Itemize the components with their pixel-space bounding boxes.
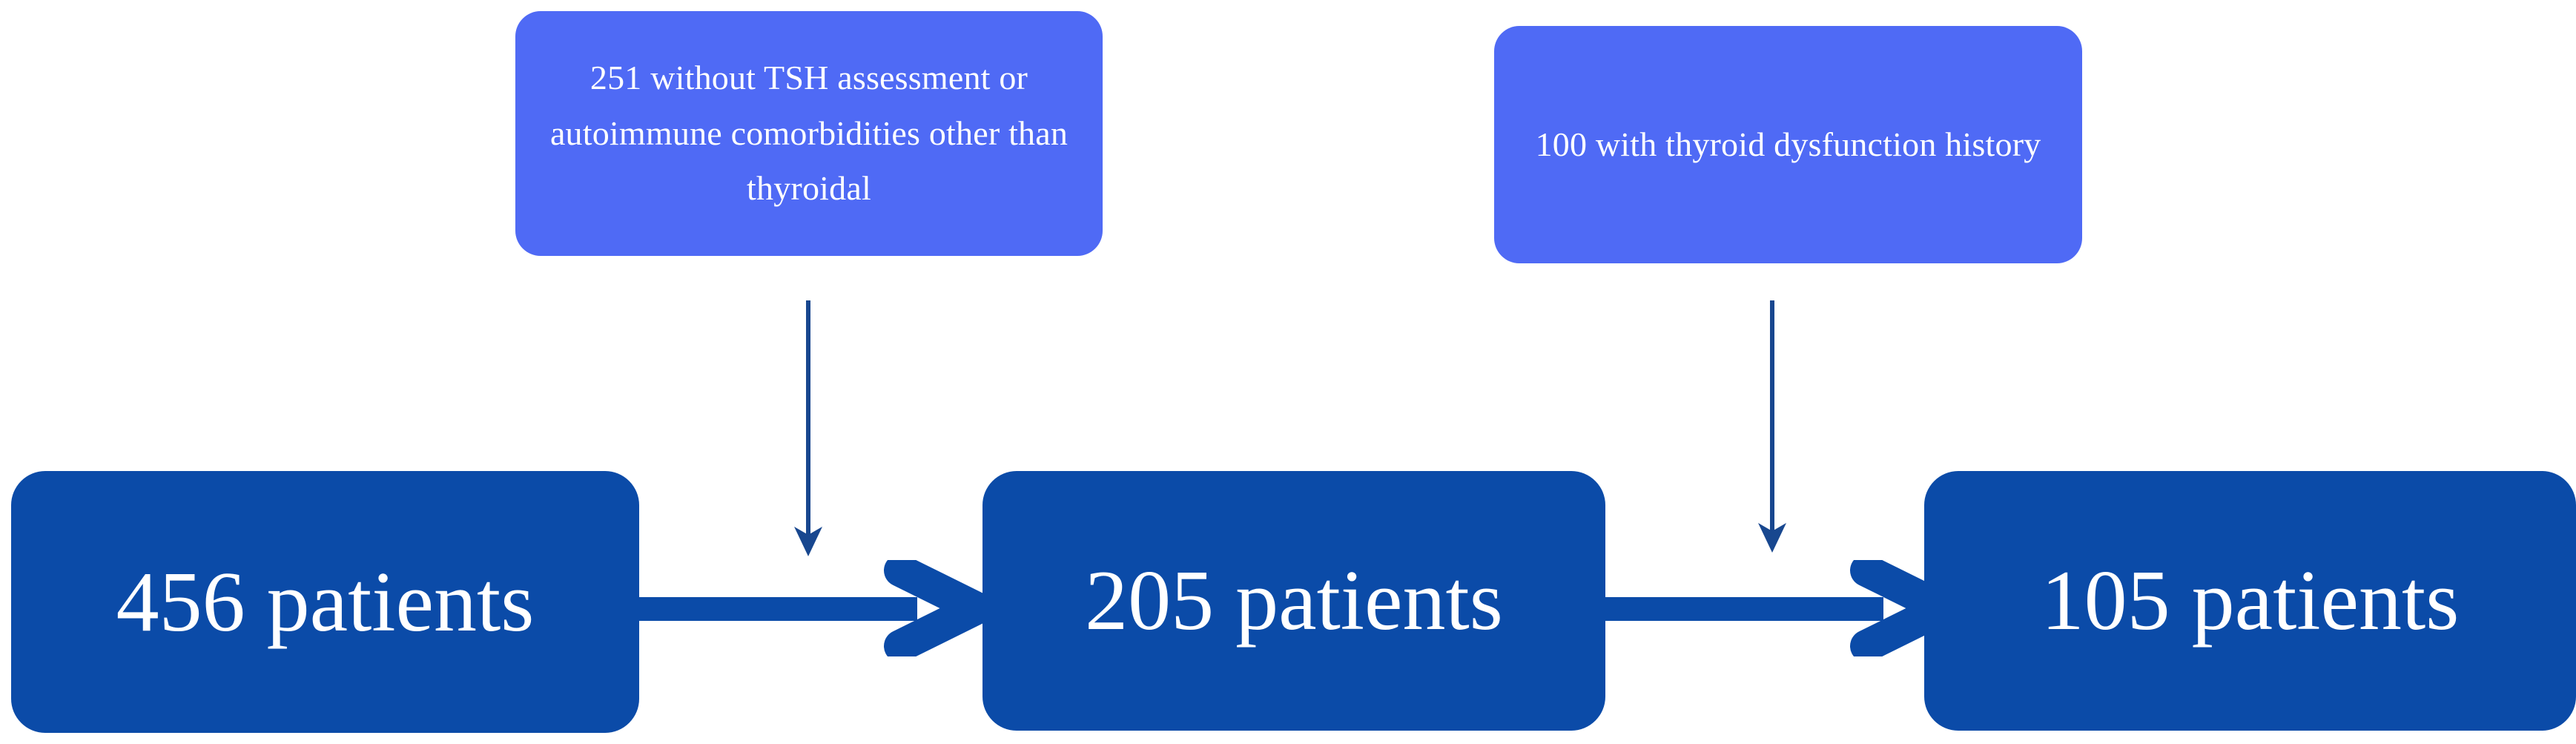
down-arrow-icon-1 — [786, 300, 830, 556]
stage-box-1-label: 456 patients — [116, 554, 535, 650]
exclusion-callout-1: 251 without TSH assessment or autoimmune… — [515, 11, 1103, 256]
stage-box-2: 205 patients — [982, 471, 1605, 731]
down-arrow-icon-1-glyph — [794, 300, 822, 556]
right-arrow-icon-1-glyph — [639, 560, 988, 656]
down-arrow-icon-2 — [1750, 300, 1794, 553]
stage-box-1: 456 patients — [11, 471, 639, 733]
right-arrow-icon-2-glyph — [1605, 560, 1954, 656]
stage-box-3-label: 105 patients — [2041, 553, 2460, 648]
stage-box-2-label: 205 patients — [1085, 553, 1503, 648]
exclusion-callout-2: 100 with thyroid dysfunction history — [1494, 26, 2082, 263]
right-arrow-icon-2 — [1605, 560, 1954, 656]
exclusion-callout-2-label: 100 with thyroid dysfunction history — [1535, 125, 2041, 163]
exclusion-callout-1-label: 251 without TSH assessment or autoimmune… — [549, 59, 1069, 208]
right-arrow-icon-1 — [639, 560, 988, 656]
down-arrow-icon-2-glyph — [1758, 300, 1786, 553]
stage-box-3: 105 patients — [1924, 471, 2576, 731]
